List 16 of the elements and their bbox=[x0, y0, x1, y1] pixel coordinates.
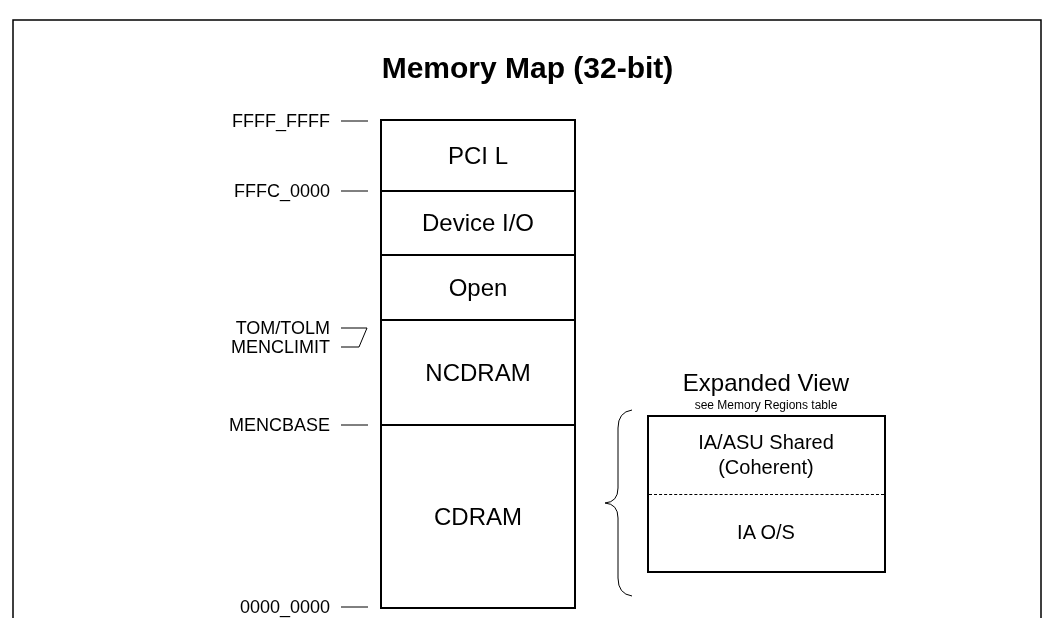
address-label: TOM/TOLM bbox=[235, 319, 330, 337]
view-heading: Expanded View bbox=[682, 368, 850, 398]
diagram-title: Memory Map (32-bit) bbox=[380, 53, 675, 83]
address-label: MENCBASE bbox=[228, 416, 330, 434]
address-label: MENCLIMIT bbox=[231, 338, 330, 356]
view-subtitle: see Memory Regions table bbox=[694, 398, 838, 413]
address-label: FFFC_0000 bbox=[233, 182, 330, 200]
memory-region: Device I/O bbox=[380, 190, 576, 256]
address-label: FFFF_FFFF bbox=[232, 112, 330, 130]
memory-region: IA/ASU Shared (Coherent) bbox=[648, 417, 884, 495]
memory-region: PCI L bbox=[380, 119, 576, 192]
memory-region: IA O/S bbox=[648, 494, 884, 571]
memory-region: Open bbox=[380, 254, 576, 321]
memory-region: CDRAM bbox=[380, 424, 576, 609]
memory-region: NCDRAM bbox=[380, 319, 576, 426]
address-label: 0000_0000 bbox=[239, 598, 330, 616]
